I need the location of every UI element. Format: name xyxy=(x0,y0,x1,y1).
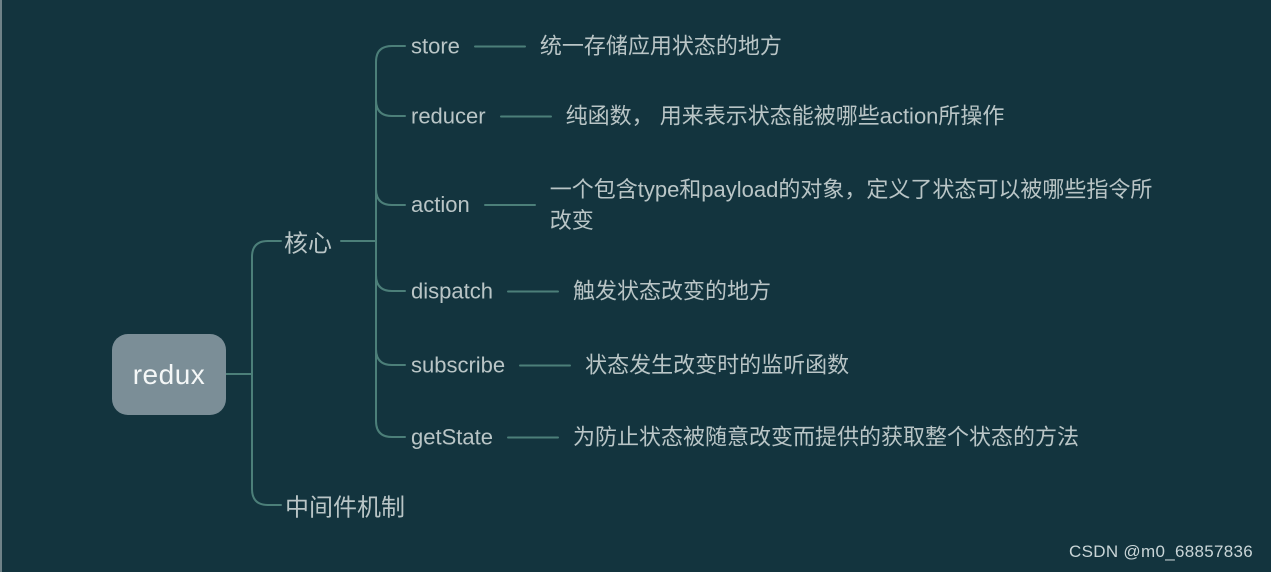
child-row-getstate: getState 为防止状态被随意改变而提供的获取整个状态的方法 xyxy=(411,422,1079,453)
child-desc-action[interactable]: 一个包含type和payload的对象，定义了状态可以被哪些指令所改变 xyxy=(549,177,1153,233)
connector-tick xyxy=(473,45,526,47)
child-row-dispatch: dispatch 触发状态改变的地方 xyxy=(411,276,771,307)
root-node-redux[interactable]: redux xyxy=(112,334,226,415)
child-node-getstate[interactable]: getState xyxy=(411,424,493,449)
connector-tick xyxy=(506,436,559,438)
csdn-watermark: CSDN @m0_68857836 xyxy=(1069,542,1253,561)
connector-tick xyxy=(499,115,552,117)
child-row-reducer: reducer 纯函数， 用来表示状态能被哪些action所操作 xyxy=(411,101,1004,132)
connector-tick xyxy=(519,364,572,366)
child-row-store: store 统一存储应用状态的地方 xyxy=(411,31,782,62)
child-node-store[interactable]: store xyxy=(411,33,460,58)
child-desc-reducer[interactable]: 纯函数， 用来表示状态能被哪些action所操作 xyxy=(565,103,1005,129)
child-node-subscribe[interactable]: subscribe xyxy=(411,352,506,377)
child-desc-store[interactable]: 统一存储应用状态的地方 xyxy=(539,33,782,59)
window-edge-divider xyxy=(0,0,2,572)
connector-tick xyxy=(483,204,536,206)
child-row-subscribe: subscribe 状态发生改变时的监听函数 xyxy=(411,350,849,381)
root-node-label: redux xyxy=(132,358,206,390)
child-desc-getstate[interactable]: 为防止状态被随意改变而提供的获取整个状态的方法 xyxy=(572,424,1079,450)
child-desc-dispatch[interactable]: 触发状态改变的地方 xyxy=(572,278,771,304)
branch-node-middleware[interactable]: 中间件机制 xyxy=(285,494,405,522)
child-row-action: action 一个包含type和payload的对象，定义了状态可以被哪些指令所… xyxy=(411,174,1155,236)
child-node-dispatch[interactable]: dispatch xyxy=(411,278,493,303)
child-desc-subscribe[interactable]: 状态发生改变时的监听函数 xyxy=(585,352,850,378)
child-node-action[interactable]: action xyxy=(411,192,470,217)
child-node-reducer[interactable]: reducer xyxy=(411,103,486,128)
branch-node-core[interactable]: 核心 xyxy=(284,230,332,258)
connector-tick xyxy=(506,290,559,292)
